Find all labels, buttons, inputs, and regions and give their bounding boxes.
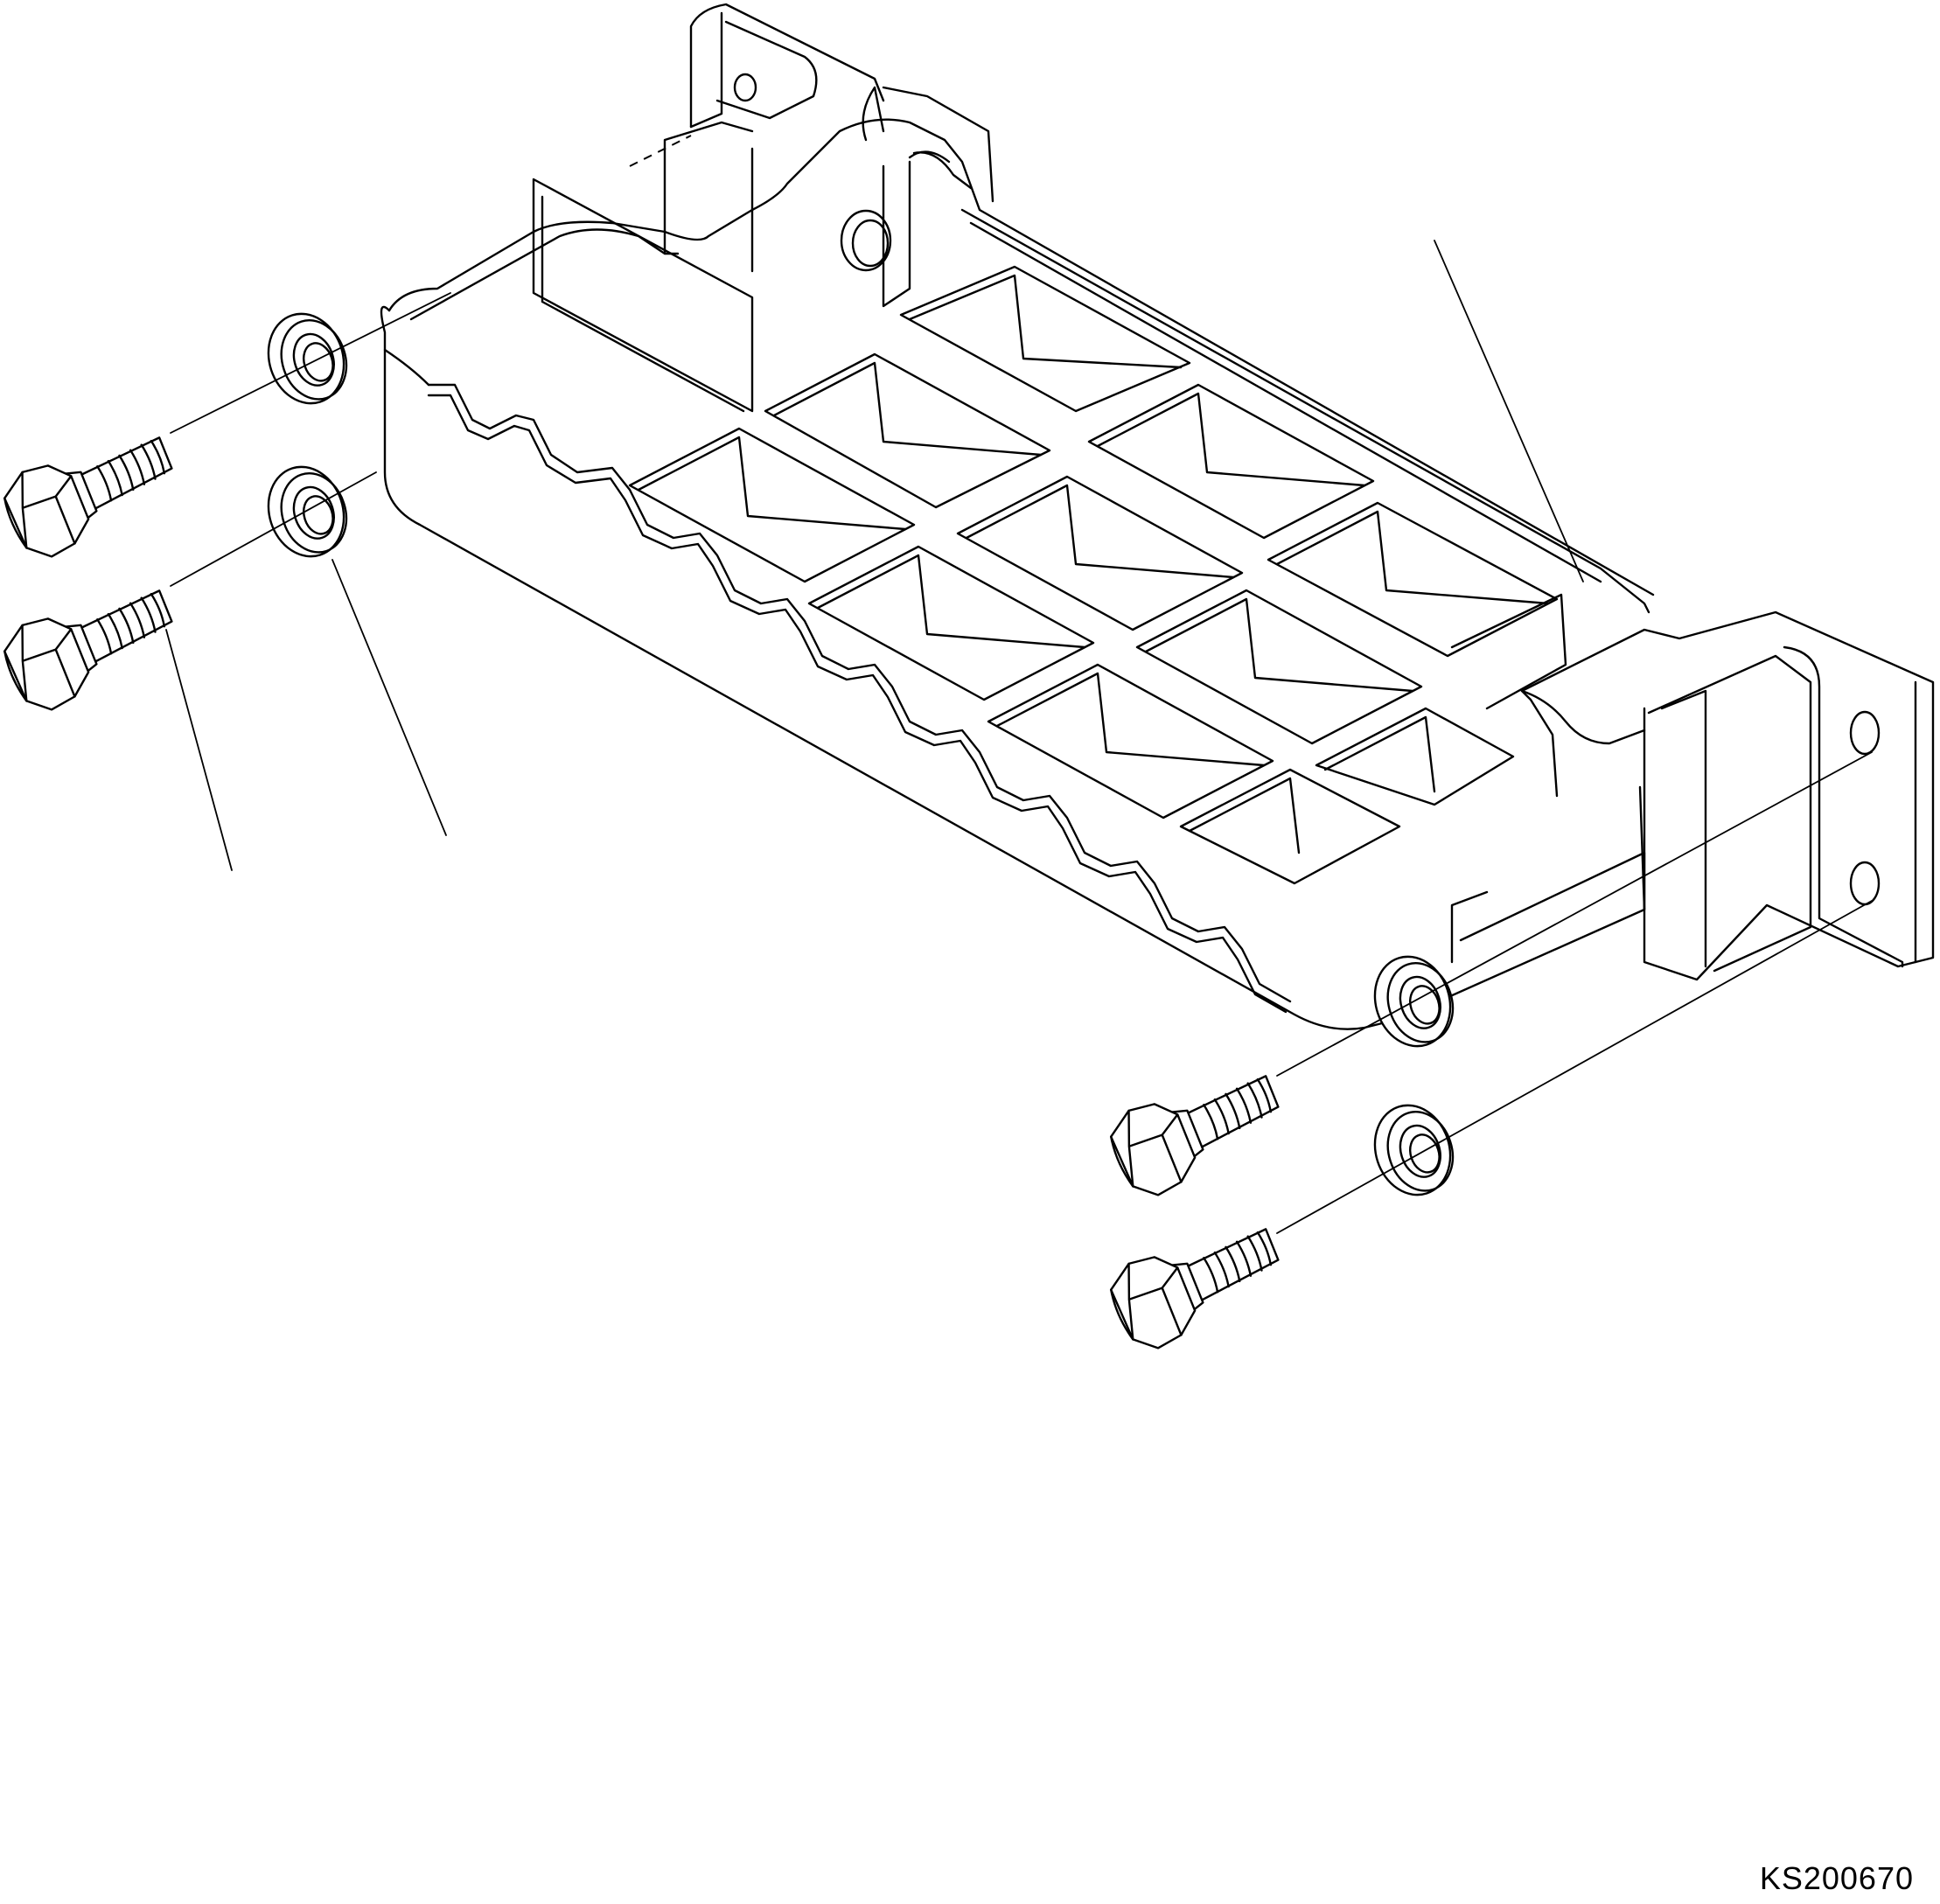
serrated-edge — [429, 385, 1290, 1001]
hex-bolt-upper-left — [0, 418, 187, 567]
center-line — [171, 293, 450, 433]
figure-reference-code: KS200670 — [1759, 1860, 1914, 1896]
washer-lower-left — [255, 456, 358, 568]
center-line — [1277, 901, 1872, 1233]
hex-bolt-lower-left — [0, 571, 187, 720]
leader-line-bolt — [166, 630, 232, 870]
washer-lower-right — [1362, 1094, 1464, 1206]
hex-bolt-upper-right — [1101, 1057, 1294, 1205]
leader-line-washer — [332, 560, 446, 835]
leader-line-bracket — [1434, 241, 1583, 582]
washer-upper-left — [255, 303, 358, 415]
bracket-outline — [381, 307, 1644, 1029]
right-end-mount — [1452, 612, 1933, 980]
center-line — [171, 472, 376, 586]
center-line — [1277, 752, 1872, 1076]
hex-bolt-lower-right — [1101, 1210, 1294, 1358]
left-end-mount — [630, 4, 993, 306]
step-bracket — [381, 4, 1933, 1029]
leader-lines — [166, 241, 1583, 870]
grid-pockets — [534, 179, 1566, 883]
